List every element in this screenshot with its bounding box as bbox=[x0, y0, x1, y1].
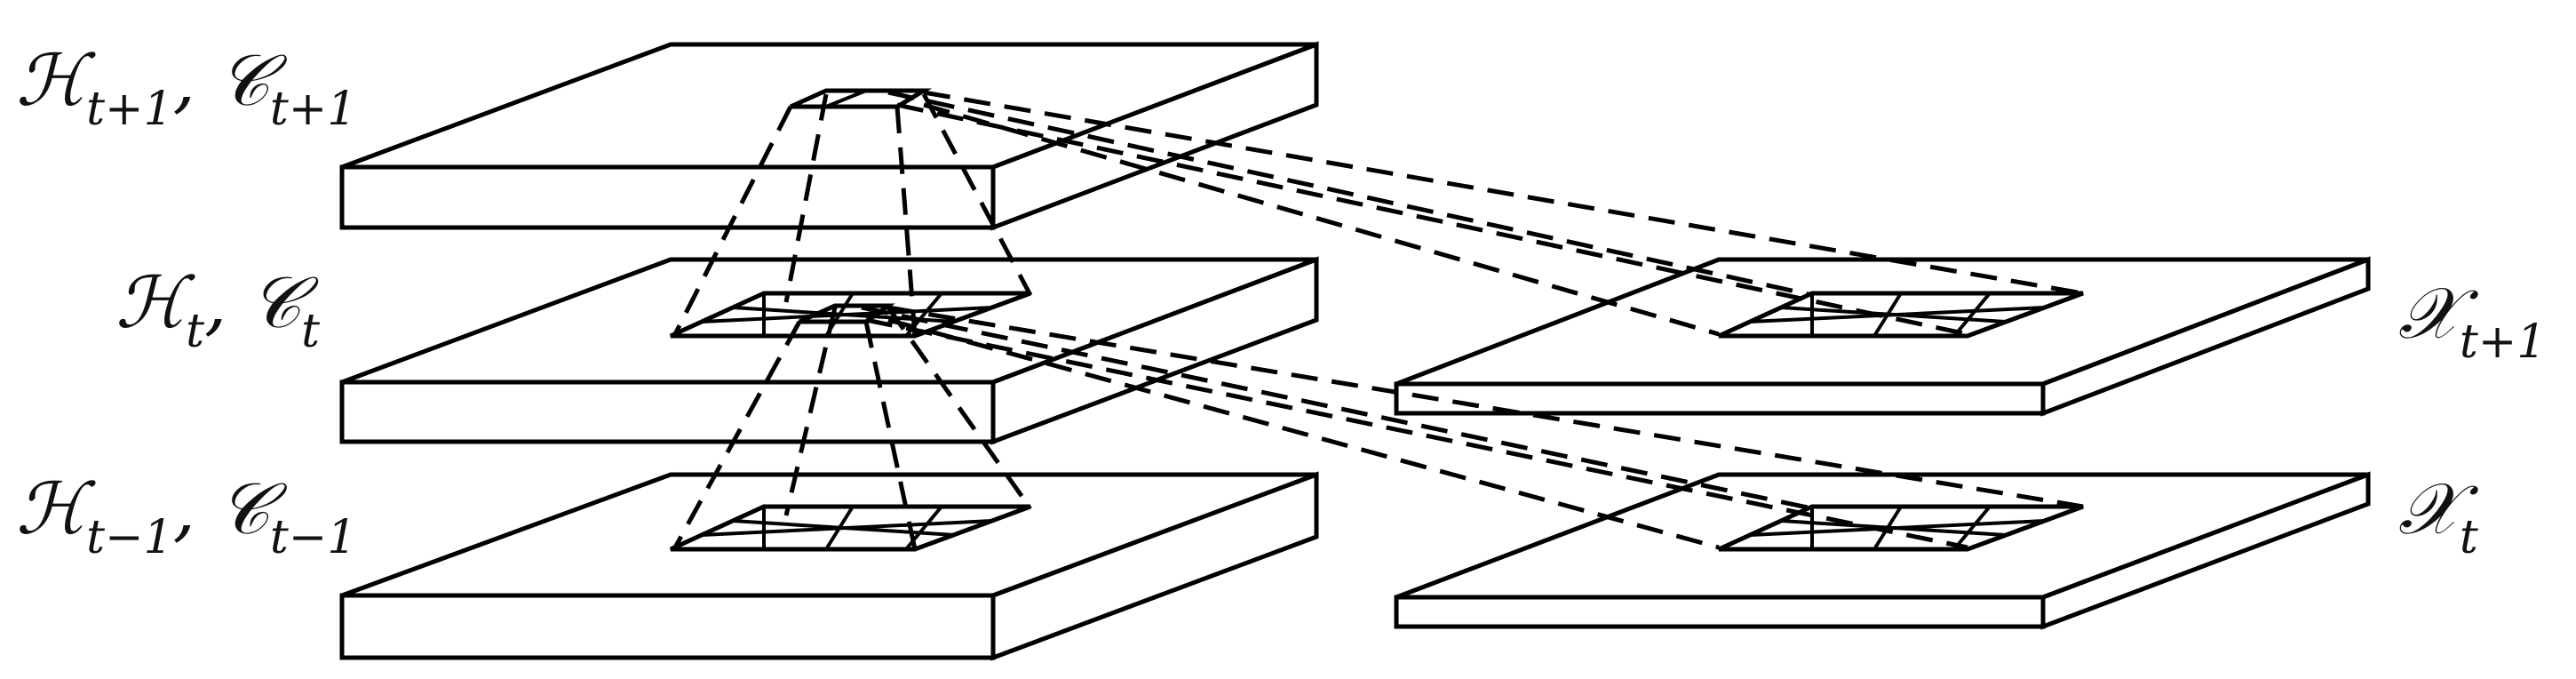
state-layer-t-plus-1 bbox=[339, 41, 1319, 231]
input-layer-t-side bbox=[2040, 471, 2371, 630]
label-state-t-plus-1: ℋt+1, 𝒞t+1 bbox=[16, 39, 356, 136]
input-layer-t bbox=[1394, 471, 2371, 630]
input-layer-t-plus-1-side bbox=[2040, 256, 2371, 417]
label-input-t-plus-1: 𝒳t+1 bbox=[2398, 272, 2546, 369]
state-layer-t bbox=[339, 256, 1319, 445]
state-layer-t-plus-1-front bbox=[339, 164, 996, 230]
input-layer-t-plus-1-kernel-grid bbox=[1717, 291, 2084, 339]
state-layer-t-plus-1-target-cell bbox=[789, 88, 933, 109]
state-layer-t-target-cell bbox=[798, 303, 895, 324]
state-layer-t-front bbox=[339, 379, 996, 444]
label-input-t: 𝒳t bbox=[2398, 467, 2479, 564]
label-state-t: ℋt, 𝒞t bbox=[115, 261, 320, 358]
input-layer-t-front bbox=[1394, 595, 2046, 629]
state-layer-t-minus-1-front bbox=[339, 593, 996, 660]
receptive-field-connectors bbox=[672, 90, 2084, 550]
label-state-t-minus-1: ℋt−1, 𝒞t−1 bbox=[16, 467, 356, 564]
input-layer-t-plus-1 bbox=[1394, 256, 2371, 417]
state-layer-t-minus-1 bbox=[339, 471, 1319, 661]
state-layer-t-plus-1-side bbox=[990, 41, 1319, 231]
state-layer-t-minus-1-side bbox=[990, 471, 1319, 661]
